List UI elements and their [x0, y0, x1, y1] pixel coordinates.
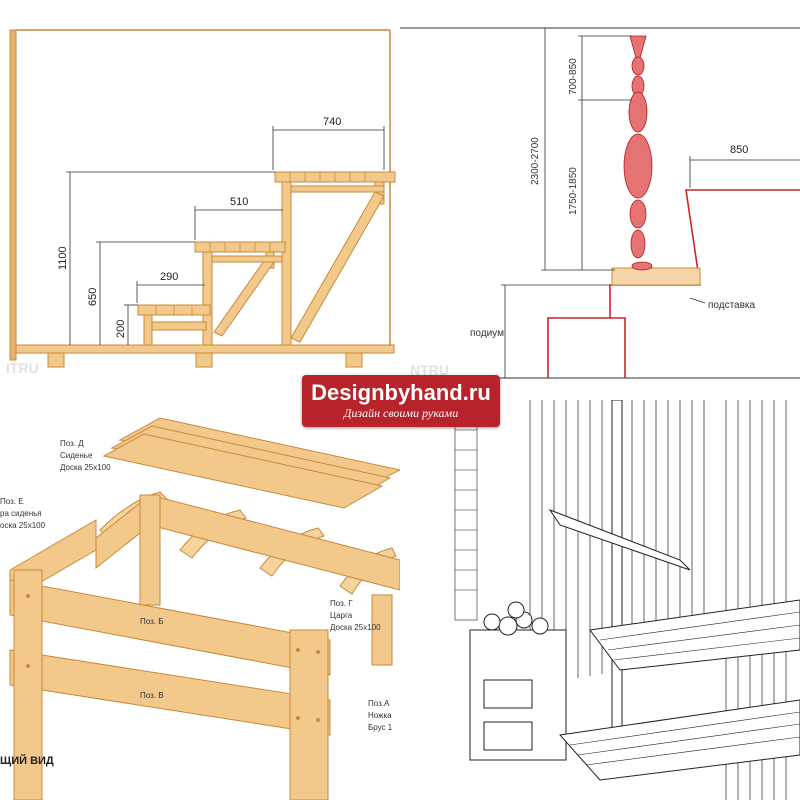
pos-g-label: Поз. Г — [330, 599, 353, 608]
brand-tagline: Дизайн своими руками — [343, 406, 459, 420]
pos-e-label: Поз. Е — [0, 497, 24, 506]
pos-a-material: Брус 1 — [368, 723, 393, 732]
pos-g-title: Царга — [330, 611, 353, 620]
pos-d-title: Сиденье — [60, 451, 93, 460]
brick-wall — [454, 409, 478, 621]
floor-joist — [47, 352, 65, 368]
brand-name: Designbyhand.ru — [311, 380, 491, 405]
dim-bench-depth: 850 — [730, 144, 748, 156]
dimension-lines — [501, 28, 800, 378]
pos-v-label: Поз. В — [140, 691, 164, 700]
pos-d-label: Поз. Д — [60, 439, 84, 448]
bench-construction-panel: Поз. Д Сиденье Доска 25х100 Поз. Е ра си… — [0, 400, 400, 800]
watermark-center: NTRU — [410, 362, 449, 378]
stairs-diagram: 740 510 290 1100 650 200 — [9, 29, 396, 368]
bench-shelves — [548, 508, 800, 781]
watermark-left: ITRU — [6, 360, 39, 376]
pos-a-label: Поз.А — [368, 699, 390, 708]
bench-construction-diagram: Поз. Д Сиденье Доска 25х100 Поз. Е ра си… — [0, 417, 400, 800]
podium-label: подиум — [470, 328, 504, 339]
sauna-interior-sketch — [454, 400, 800, 800]
dimension-lines — [66, 126, 385, 345]
dim-total-height: 2300-2700 — [530, 137, 541, 185]
wall — [9, 29, 17, 361]
pos-g-material: Доска 25х100 — [330, 623, 381, 632]
pos-e-material: оска 25х100 — [0, 521, 46, 530]
floor — [15, 344, 395, 354]
dim-height-mid: 650 — [87, 288, 99, 306]
dim-height-top: 1100 — [57, 246, 69, 270]
top-tier — [274, 171, 396, 346]
human-figure — [623, 35, 653, 271]
corner-post — [611, 400, 623, 731]
dim-low-depth: 290 — [160, 271, 178, 283]
dim-height-low: 200 — [115, 320, 127, 338]
sauna-stove — [469, 601, 567, 761]
dim-body-height: 1750-1850 — [568, 167, 579, 215]
pos-d-material: Доска 25х100 — [60, 463, 111, 472]
stand-board — [611, 267, 701, 286]
pos-b-label: Поз. Б — [140, 617, 163, 626]
brand-badge[interactable]: Designbyhand.ru Дизайн своими руками — [302, 375, 500, 427]
general-view-caption: ЩИЙ ВИД — [0, 754, 54, 767]
dim-head-clearance: 700-850 — [568, 58, 579, 95]
pos-a-title: Ножка — [368, 711, 392, 720]
middle-tier — [194, 241, 286, 346]
sauna-interior-panel — [400, 400, 800, 800]
floor-joist — [345, 352, 363, 368]
ergonomics-diagram: 2300-2700 700-850 1750-1850 850 подставк… — [400, 27, 800, 379]
dim-top-depth: 740 — [323, 116, 341, 128]
stand-label: подставка — [708, 300, 756, 311]
bench-slats — [569, 611, 800, 766]
dim-mid-depth: 510 — [230, 196, 248, 208]
screws — [26, 594, 320, 722]
stairs-diagram-panel: 740 510 290 1100 650 200 ITRU — [0, 0, 400, 400]
seat-board-lines — [155, 172, 366, 315]
floor-joist — [195, 352, 213, 368]
seat-boards — [102, 417, 400, 509]
ergonomics-diagram-panel: 2300-2700 700-850 1750-1850 850 подставк… — [400, 0, 800, 400]
pos-e-title: ра сиденья — [0, 509, 42, 518]
bench-frame — [9, 494, 400, 800]
